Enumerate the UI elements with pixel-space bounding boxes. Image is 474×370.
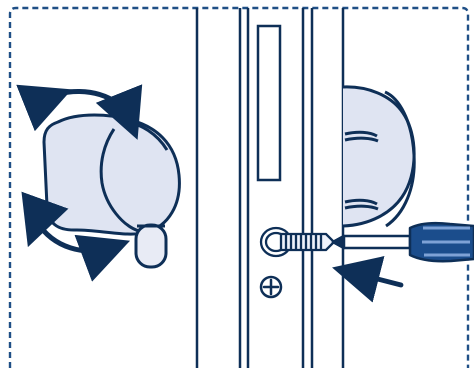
door-frame bbox=[195, 8, 345, 368]
screwdriver-icon bbox=[331, 221, 474, 263]
plus-screw-icon bbox=[259, 275, 283, 299]
push-direction-arrow-icon bbox=[332, 256, 404, 303]
door-knob-left bbox=[42, 113, 181, 269]
rotation-arrow-icon bbox=[16, 84, 143, 282]
screw bbox=[259, 226, 336, 258]
door-knob-right bbox=[342, 85, 416, 228]
